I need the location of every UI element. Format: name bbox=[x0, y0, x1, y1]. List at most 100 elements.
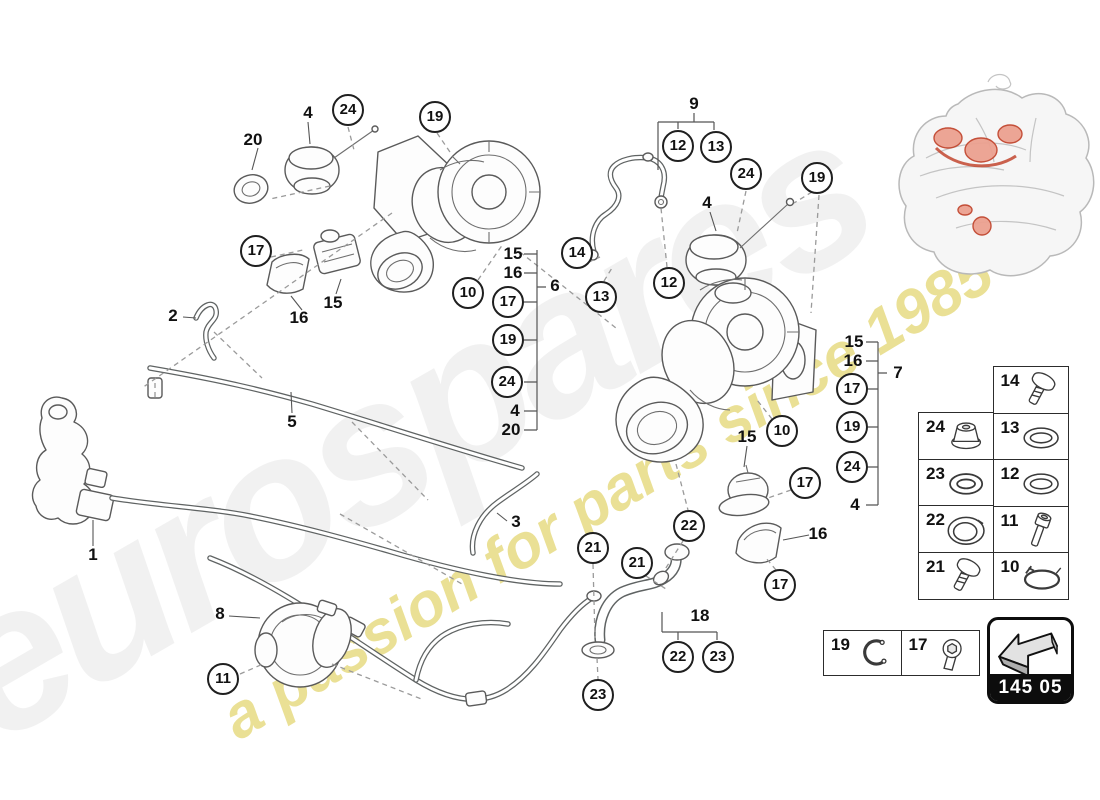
part-label-5: 5 bbox=[287, 412, 297, 431]
valve-15-drawing bbox=[313, 229, 361, 275]
legend-column-left: 24 23 22 21 bbox=[918, 412, 994, 600]
legend-cell-17: 17 bbox=[900, 630, 980, 676]
legend-cell-19: 19 bbox=[823, 630, 902, 676]
legend-num-13: 13 bbox=[1000, 417, 1020, 437]
engine-highlight-red bbox=[933, 124, 1023, 236]
part-label-3: 3 bbox=[511, 512, 521, 531]
balloon-23[interactable]: 23 bbox=[582, 679, 614, 711]
balloon-19[interactable]: 19 bbox=[836, 411, 868, 443]
balloon-24[interactable]: 24 bbox=[730, 158, 762, 190]
pan-screw-icon bbox=[1028, 372, 1055, 405]
pan-screw-icon bbox=[953, 557, 981, 591]
legend-cell-13: 13 bbox=[992, 412, 1069, 461]
part-label-15: 15 bbox=[844, 332, 864, 351]
actuator-1-drawing bbox=[284, 125, 379, 195]
turbocharger-2-drawing bbox=[615, 277, 817, 463]
balloon-10[interactable]: 10 bbox=[452, 277, 484, 309]
actuator-2-drawing bbox=[685, 197, 795, 286]
legend-cell-14: 14 bbox=[992, 366, 1069, 414]
part-label-20: 20 bbox=[501, 420, 521, 439]
engine-thumbnail bbox=[898, 73, 1095, 277]
balloon-19[interactable]: 19 bbox=[801, 162, 833, 194]
o-ring-icon bbox=[1022, 473, 1059, 495]
balloon-21[interactable]: 21 bbox=[621, 547, 653, 579]
legend-num-17: 17 bbox=[908, 635, 928, 654]
balloon-12[interactable]: 12 bbox=[653, 267, 685, 299]
part-label-4: 4 bbox=[510, 401, 520, 420]
part-label-15: 15 bbox=[503, 244, 523, 263]
part-label-15: 15 bbox=[323, 293, 343, 312]
balloon-17[interactable]: 17 bbox=[492, 286, 524, 318]
legend-num-14: 14 bbox=[1000, 371, 1020, 390]
socket-bolt-icon bbox=[942, 639, 962, 671]
part-label-1: 1 bbox=[88, 545, 98, 564]
balloon-14[interactable]: 14 bbox=[561, 237, 593, 269]
seal-ring-20-drawing bbox=[233, 174, 269, 204]
part-label-6: 6 bbox=[550, 276, 560, 295]
part-label-2: 2 bbox=[168, 306, 178, 325]
legend-num-12: 12 bbox=[1000, 464, 1020, 483]
part-label-16: 16 bbox=[503, 263, 523, 282]
legend-num-22: 22 bbox=[926, 510, 945, 529]
balloon-19[interactable]: 19 bbox=[492, 324, 524, 356]
legend-num-24: 24 bbox=[926, 417, 945, 436]
bracket-16-drawing bbox=[266, 253, 310, 294]
part-label-7: 7 bbox=[893, 363, 903, 382]
legend-cell-24: 24 bbox=[918, 412, 994, 460]
legend-cell-21: 21 bbox=[918, 551, 994, 600]
balloon-19[interactable]: 19 bbox=[419, 101, 451, 133]
legend-num-23: 23 bbox=[926, 463, 945, 483]
group-brackets bbox=[524, 113, 887, 640]
balloon-17[interactable]: 17 bbox=[789, 467, 821, 499]
gasket-ring-icon bbox=[947, 516, 985, 545]
legend-column-right: 14 13 12 11 10 bbox=[992, 366, 1069, 600]
legend-cell-10: 10 bbox=[992, 552, 1069, 600]
o-ring-icon bbox=[1022, 426, 1059, 448]
diagram-group-arrow-icon bbox=[998, 632, 1058, 677]
part-label-8: 8 bbox=[215, 604, 225, 623]
legend-cell-11: 11 bbox=[992, 505, 1069, 554]
cyl-bolt-icon bbox=[1030, 511, 1051, 547]
part-label-20: 20 bbox=[243, 130, 263, 149]
balloon-13[interactable]: 13 bbox=[700, 131, 732, 163]
balloon-13[interactable]: 13 bbox=[585, 281, 617, 313]
flange-nut-icon bbox=[951, 422, 982, 450]
heat-shield-16-drawing bbox=[735, 522, 782, 564]
vacuum-pump-drawing bbox=[254, 599, 352, 688]
balloon-11[interactable]: 11 bbox=[207, 663, 239, 695]
balloon-24[interactable]: 24 bbox=[332, 94, 364, 126]
legend-cell-22: 22 bbox=[918, 505, 994, 553]
leader-lines-dashed bbox=[141, 126, 820, 701]
part-group-badge: 145 05 bbox=[987, 617, 1074, 704]
balloon-17[interactable]: 17 bbox=[836, 373, 868, 405]
balloon-10[interactable]: 10 bbox=[766, 415, 798, 447]
leader-lines-solid bbox=[92, 121, 810, 619]
legend-num-21: 21 bbox=[926, 556, 945, 576]
part-label-4: 4 bbox=[850, 495, 860, 514]
balloon-21[interactable]: 21 bbox=[577, 532, 609, 564]
part-label-4: 4 bbox=[303, 103, 313, 122]
seal-ring-icon bbox=[949, 472, 984, 495]
legend-num-10: 10 bbox=[1000, 557, 1020, 576]
circlip-icon bbox=[863, 639, 887, 666]
v-clamp-icon bbox=[1023, 565, 1061, 590]
balloon-22[interactable]: 22 bbox=[673, 510, 705, 542]
balloon-24[interactable]: 24 bbox=[491, 366, 523, 398]
oil-hose-9-drawing bbox=[587, 152, 668, 261]
balloon-12[interactable]: 12 bbox=[662, 130, 694, 162]
legend-cell-23: 23 bbox=[918, 458, 994, 507]
valve-15b-drawing bbox=[718, 464, 770, 517]
legend-cell-12: 12 bbox=[992, 459, 1069, 507]
balloon-17[interactable]: 17 bbox=[764, 569, 796, 601]
balloon-22[interactable]: 22 bbox=[662, 641, 694, 673]
part-label-15: 15 bbox=[737, 427, 757, 446]
balloon-23[interactable]: 23 bbox=[702, 641, 734, 673]
balloon-17[interactable]: 17 bbox=[240, 235, 272, 267]
part-label-16: 16 bbox=[843, 351, 863, 370]
balloon-24[interactable]: 24 bbox=[836, 451, 868, 483]
legend-num-19: 19 bbox=[831, 635, 850, 654]
part-label-16: 16 bbox=[289, 308, 309, 327]
